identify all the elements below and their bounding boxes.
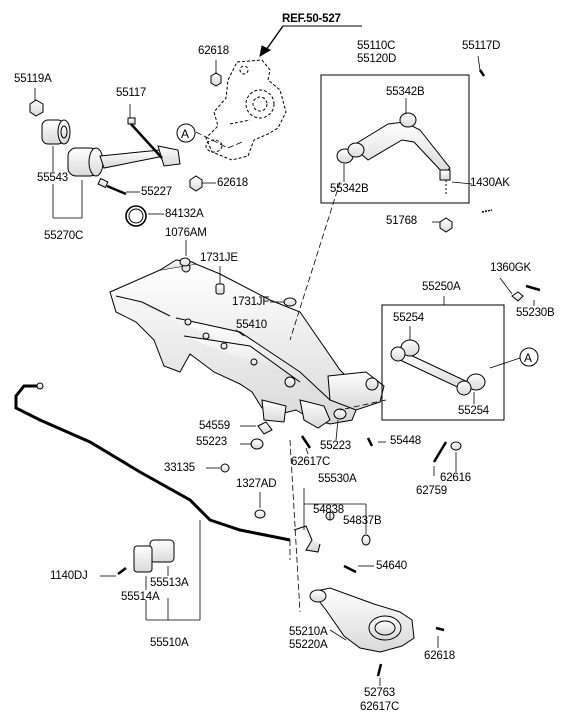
label-54837B: 54837B <box>343 515 382 527</box>
label-1731JE: 1731JE <box>200 252 238 264</box>
lateral-arm <box>390 339 486 396</box>
label-62617C-mid: 62617C <box>291 456 331 468</box>
label-55342B-top: 55342B <box>386 86 425 98</box>
label-55254-bottom: 55254 <box>458 405 489 417</box>
label-62616: 62616 <box>440 472 471 484</box>
upper-arm <box>336 112 451 196</box>
label-1140DJ: 1140DJ <box>50 570 88 582</box>
label-55120D: 55120D <box>357 53 397 65</box>
label-55270C: 55270C <box>44 230 84 242</box>
ref-label: REF.50-527 <box>282 13 341 25</box>
label-62618-top: 62618 <box>198 45 229 57</box>
label-1430AK: 1430AK <box>470 177 510 189</box>
label-55230B: 55230B <box>516 307 555 319</box>
label-54559: 54559 <box>199 420 230 432</box>
label-55250A: 55250A <box>422 281 461 293</box>
label-62617C-bottom: 62617C <box>360 701 400 713</box>
subframe <box>109 259 385 429</box>
callout-a-top: A <box>181 127 189 141</box>
label-52763: 52763 <box>364 687 395 699</box>
label-1076AM: 1076AM <box>165 227 207 239</box>
label-55513A: 55513A <box>150 577 189 589</box>
label-62759: 62759 <box>416 485 447 497</box>
callout-letters: A A <box>181 127 532 365</box>
label-62618-bottom: 62618 <box>424 650 455 662</box>
label-51768: 51768 <box>386 215 417 227</box>
label-54838: 54838 <box>313 504 344 516</box>
label-55220A: 55220A <box>289 639 328 651</box>
label-55410: 55410 <box>236 319 267 331</box>
label-55210A: 55210A <box>289 626 328 638</box>
label-1360GK: 1360GK <box>490 262 531 274</box>
label-55119A: 55119A <box>14 73 52 85</box>
ref-arrow <box>259 25 362 58</box>
bolt-55227 <box>97 177 127 196</box>
label-55543: 55543 <box>37 172 68 184</box>
stabilizer-bar <box>14 384 291 542</box>
bushing-55543 <box>41 119 71 145</box>
leader-lines <box>34 55 535 686</box>
label-1327AD: 1327AD <box>236 478 277 490</box>
label-55223-left: 55223 <box>196 436 227 448</box>
label-55254-top: 55254 <box>393 312 424 324</box>
label-55510A: 55510A <box>150 637 189 649</box>
label-55514A: 55514A <box>121 591 160 603</box>
label-55448: 55448 <box>390 435 421 447</box>
label-55530A: 55530A <box>318 473 357 485</box>
label-1731JF: 1731JF <box>232 296 270 308</box>
lower-arm <box>309 564 445 677</box>
reference-dashes <box>195 131 387 613</box>
label-62618-knuckle: 62618 <box>217 177 248 189</box>
label-84132A: 84132A <box>165 208 204 220</box>
label-55117: 55117 <box>116 87 147 99</box>
label-33135: 33135 <box>164 462 195 474</box>
label-54640: 54640 <box>376 560 407 572</box>
label-55223-right: 55223 <box>320 440 351 452</box>
label-55117D: 55117D <box>462 40 501 52</box>
label-55227: 55227 <box>141 186 172 198</box>
callout-a-right: A <box>524 351 532 365</box>
knuckle-outline <box>205 59 287 161</box>
label-55110C: 55110C <box>357 40 396 52</box>
label-55342B-bottom: 55342B <box>330 183 369 195</box>
trailing-arm <box>67 145 181 177</box>
bolt-55117 <box>127 117 163 159</box>
